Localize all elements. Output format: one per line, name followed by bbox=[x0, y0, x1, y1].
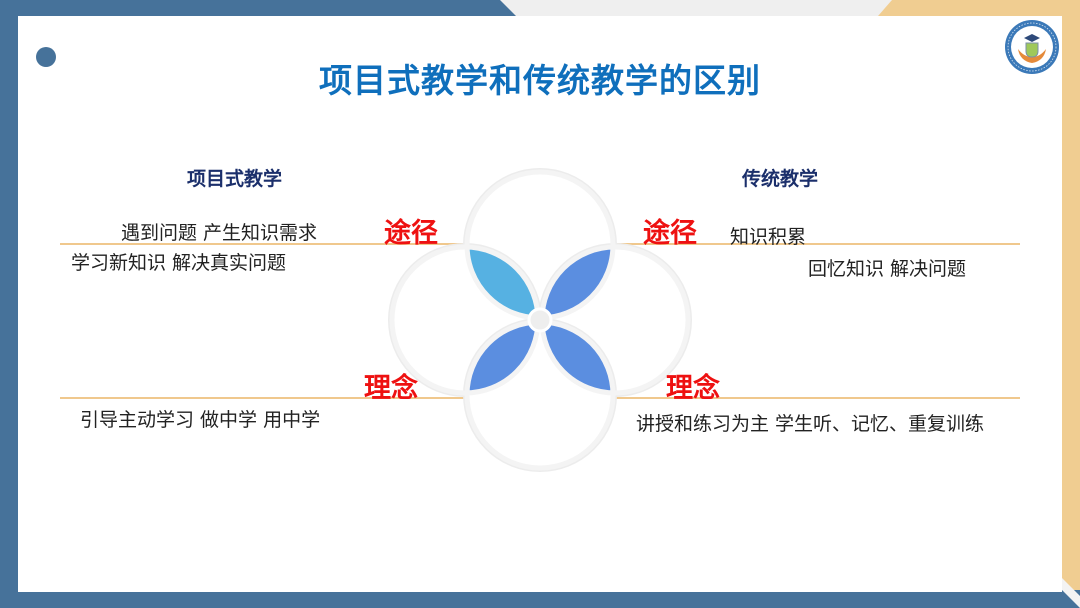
left-path-line1: 遇到问题 产生知识需求 bbox=[121, 222, 318, 244]
right-idea-label: 理念 bbox=[666, 373, 720, 404]
left-idea-label: 理念 bbox=[364, 373, 418, 404]
right-idea-divider bbox=[612, 397, 1020, 399]
left-path-label: 途径 bbox=[384, 218, 438, 249]
top-border-blue bbox=[0, 0, 516, 16]
bullet-dot-icon bbox=[36, 47, 56, 67]
left-path-line2: 学习新知识 解决真实问题 bbox=[71, 252, 287, 274]
right-path-label: 途径 bbox=[643, 218, 697, 249]
right-heading: 传统教学 bbox=[742, 168, 819, 190]
right-path-line1: 知识积累 bbox=[730, 226, 807, 248]
right-path-line2: 回忆知识 解决问题 bbox=[808, 258, 967, 280]
right-border-tan bbox=[1062, 0, 1080, 592]
slide-panel bbox=[18, 16, 1062, 592]
slide-title: 项目式教学和传统教学的区别 bbox=[319, 61, 761, 100]
left-heading: 项目式教学 bbox=[187, 168, 283, 190]
left-idea-divider bbox=[60, 397, 470, 399]
school-emblem-icon bbox=[1005, 20, 1059, 74]
right-idea-text: 讲授和练习为主 学生听、记忆、重复训练 bbox=[636, 413, 985, 435]
left-path-divider bbox=[60, 243, 470, 245]
right-path-divider bbox=[612, 243, 1020, 245]
left-idea-text: 引导主动学习 做中学 用中学 bbox=[80, 409, 321, 431]
top-border-tan bbox=[878, 0, 1080, 16]
